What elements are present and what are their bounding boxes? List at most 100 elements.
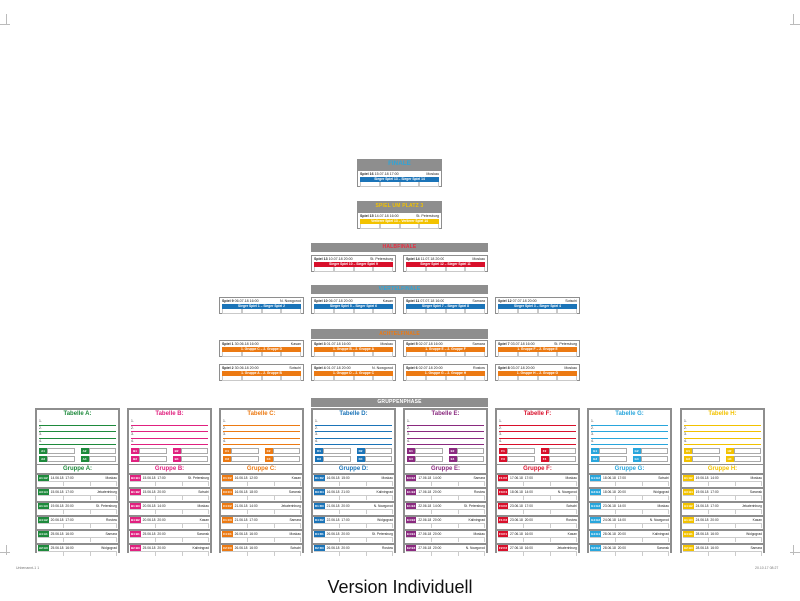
score-box[interactable] — [406, 524, 433, 528]
score-box[interactable] — [222, 552, 249, 556]
score-box[interactable] — [38, 496, 65, 500]
score-box[interactable] — [683, 510, 710, 514]
score-box[interactable] — [38, 524, 65, 528]
score-box[interactable] — [498, 538, 525, 542]
score-box[interactable] — [64, 482, 91, 486]
score-box[interactable] — [445, 352, 466, 357]
table-row[interactable]: 1. — [223, 419, 300, 426]
score-box[interactable] — [314, 376, 334, 381]
score-box[interactable] — [38, 482, 65, 486]
score-boxes[interactable] — [222, 523, 301, 528]
table-row[interactable]: 4. — [39, 439, 116, 446]
score-box[interactable] — [425, 376, 446, 381]
score-box[interactable] — [537, 376, 558, 381]
score-box[interactable] — [248, 538, 275, 542]
score-box[interactable] — [64, 538, 91, 542]
score-box[interactable] — [524, 524, 551, 528]
score-box[interactable] — [222, 510, 249, 514]
table-row[interactable]: 3. — [684, 432, 761, 439]
score-boxes[interactable] — [683, 523, 762, 528]
score-box[interactable] — [281, 376, 301, 381]
score-box[interactable] — [64, 552, 91, 556]
score-box[interactable] — [367, 524, 393, 528]
score-box[interactable] — [248, 510, 275, 514]
score-box[interactable] — [222, 376, 242, 381]
score-boxes[interactable] — [222, 537, 301, 542]
table-row[interactable]: 4. — [131, 439, 208, 446]
team-slot[interactable]: D1 — [315, 448, 351, 454]
score-box[interactable] — [340, 496, 367, 500]
score-boxes[interactable] — [498, 495, 577, 500]
score-boxes[interactable] — [222, 551, 301, 556]
score-box[interactable] — [459, 524, 485, 528]
score-box[interactable] — [736, 510, 762, 514]
score-box[interactable] — [590, 538, 617, 542]
score-box[interactable] — [616, 510, 643, 514]
score-box[interactable] — [130, 538, 157, 542]
team-name-field[interactable] — [456, 456, 484, 462]
table-row[interactable]: 1. — [684, 419, 761, 426]
score-box[interactable] — [248, 496, 275, 500]
team-name-field[interactable] — [323, 456, 351, 462]
score-box[interactable] — [91, 538, 117, 542]
score-boxes[interactable] — [314, 352, 393, 357]
score-box[interactable] — [498, 309, 518, 314]
team-name-field[interactable] — [599, 456, 627, 462]
score-box[interactable] — [683, 482, 710, 486]
score-box[interactable] — [498, 510, 525, 514]
score-box[interactable] — [38, 552, 65, 556]
score-box[interactable] — [419, 182, 439, 187]
score-boxes[interactable] — [683, 481, 762, 486]
team-slot[interactable]: H2 — [725, 448, 761, 454]
score-boxes[interactable] — [406, 537, 485, 542]
score-box[interactable] — [241, 376, 262, 381]
table-row[interactable]: 2. — [39, 426, 116, 433]
team-name-field[interactable] — [640, 448, 668, 454]
score-box[interactable] — [261, 352, 282, 357]
score-boxes[interactable] — [314, 551, 393, 556]
score-box[interactable] — [130, 552, 157, 556]
score-box[interactable] — [281, 309, 301, 314]
score-box[interactable] — [459, 538, 485, 542]
score-boxes[interactable] — [406, 267, 485, 272]
score-box[interactable] — [275, 552, 301, 556]
score-box[interactable] — [340, 482, 367, 486]
score-box[interactable] — [498, 552, 525, 556]
score-boxes[interactable] — [498, 481, 577, 486]
score-box[interactable] — [498, 376, 518, 381]
team-name-field[interactable] — [47, 448, 75, 454]
score-boxes[interactable] — [222, 509, 301, 514]
score-boxes[interactable] — [406, 481, 485, 486]
table-row[interactable]: 2. — [223, 426, 300, 433]
score-boxes[interactable] — [130, 481, 209, 486]
score-boxes[interactable] — [406, 352, 485, 357]
score-box[interactable] — [399, 182, 420, 187]
score-box[interactable] — [432, 510, 459, 514]
table-row[interactable]: 4. — [315, 439, 392, 446]
score-box[interactable] — [445, 309, 466, 314]
score-box[interactable] — [425, 352, 446, 357]
score-box[interactable] — [524, 510, 551, 514]
score-box[interactable] — [537, 309, 558, 314]
table-row[interactable]: 1. — [39, 419, 116, 426]
score-box[interactable] — [590, 496, 617, 500]
score-box[interactable] — [314, 309, 334, 314]
score-box[interactable] — [736, 524, 762, 528]
score-boxes[interactable] — [498, 537, 577, 542]
score-box[interactable] — [432, 482, 459, 486]
score-box[interactable] — [183, 524, 209, 528]
table-row[interactable]: 2. — [684, 426, 761, 433]
score-boxes[interactable] — [360, 224, 439, 229]
score-boxes[interactable] — [406, 309, 485, 314]
score-box[interactable] — [616, 524, 643, 528]
team-name-field[interactable] — [323, 448, 351, 454]
team-slot[interactable]: G1 — [591, 448, 627, 454]
table-row[interactable]: 3. — [315, 432, 392, 439]
score-box[interactable] — [524, 538, 551, 542]
score-box[interactable] — [360, 224, 380, 229]
score-box[interactable] — [616, 496, 643, 500]
score-boxes[interactable] — [130, 495, 209, 500]
table-row[interactable]: 2. — [407, 426, 484, 433]
score-boxes[interactable] — [498, 376, 577, 381]
team-slot[interactable]: A4 — [80, 456, 116, 462]
